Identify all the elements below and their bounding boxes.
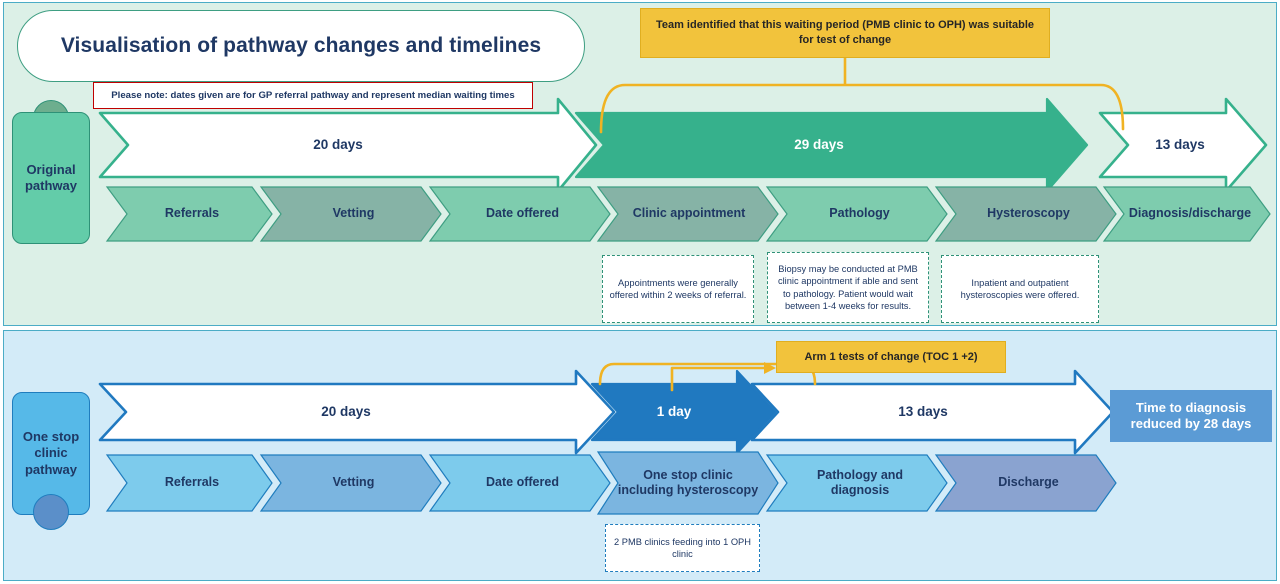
one-stop-clinic-label: One stop clinic pathway — [12, 392, 90, 515]
stage-label-hysteroscopy: Hysteroscopy — [987, 206, 1070, 221]
stage-label-date-offered-bottom: Date offered — [486, 475, 559, 490]
timeline-label-29-days: 29 days — [794, 136, 844, 152]
stage-label-pathology-diagnosis: Pathology and diagnosis — [816, 467, 904, 497]
note-hysteroscopies: Inpatient and outpatient hysteroscopies … — [941, 255, 1099, 323]
timeline-label-20-days-bottom: 20 days — [321, 403, 371, 419]
time-to-diagnosis-result-text: Time to diagnosis reduced by 28 days — [1130, 399, 1252, 431]
stage-label-diagnosis-discharge: Diagnosis/discharge — [1128, 206, 1252, 221]
time-to-diagnosis-result: Time to diagnosis reduced by 28 days — [1110, 390, 1272, 442]
stage-label-vetting-bottom: Vetting — [332, 475, 375, 490]
median-waiting-times-note: Please note: dates given are for GP refe… — [93, 82, 533, 109]
callout-top: Team identified that this waiting period… — [640, 8, 1050, 58]
timeline-label-20-days-top: 20 days — [313, 136, 363, 152]
one-stop-clinic-knob — [33, 494, 69, 530]
stage-label-pathology: Pathology — [829, 206, 890, 221]
timeline-label-13-days-bottom: 13 days — [898, 403, 948, 419]
note-biopsy: Biopsy may be conducted at PMB clinic ap… — [767, 252, 929, 323]
note-appointments: Appointments were generally offered with… — [602, 255, 754, 323]
stage-label-date-offered: Date offered — [486, 206, 559, 221]
page-title-text: Visualisation of pathway changes and tim… — [60, 34, 542, 57]
timeline-label-1-day: 1 day — [656, 403, 692, 419]
stage-label-one-stop-clinic: One stop clinic including hysteroscopy — [617, 467, 759, 497]
page-title: Visualisation of pathway changes and tim… — [17, 10, 585, 82]
note-pmb-clinics: 2 PMB clinics feeding into 1 OPH clinic — [605, 524, 760, 572]
stage-label-clinic-appointment: Clinic appointment — [632, 206, 746, 221]
median-waiting-times-note-text: Please note: dates given are for GP refe… — [111, 90, 515, 101]
stage-label-referrals: Referrals — [164, 206, 220, 221]
original-pathway-label-text: Original pathway — [24, 161, 77, 193]
original-pathway-label: Original pathway — [12, 112, 90, 244]
stage-label-discharge: Discharge — [998, 475, 1059, 490]
callout-top-text: Team identified that this waiting period… — [655, 19, 1035, 46]
one-stop-clinic-label-text: One stop clinic pathway — [22, 429, 80, 477]
stage-label-referrals-bottom: Referrals — [164, 475, 220, 490]
stage-label-vetting: Vetting — [332, 206, 375, 221]
timeline-label-13-days-top: 13 days — [1155, 136, 1205, 152]
callout-bottom-text: Arm 1 tests of change (TOC 1 +2) — [804, 350, 978, 363]
callout-bottom: Arm 1 tests of change (TOC 1 +2) — [776, 341, 1006, 373]
